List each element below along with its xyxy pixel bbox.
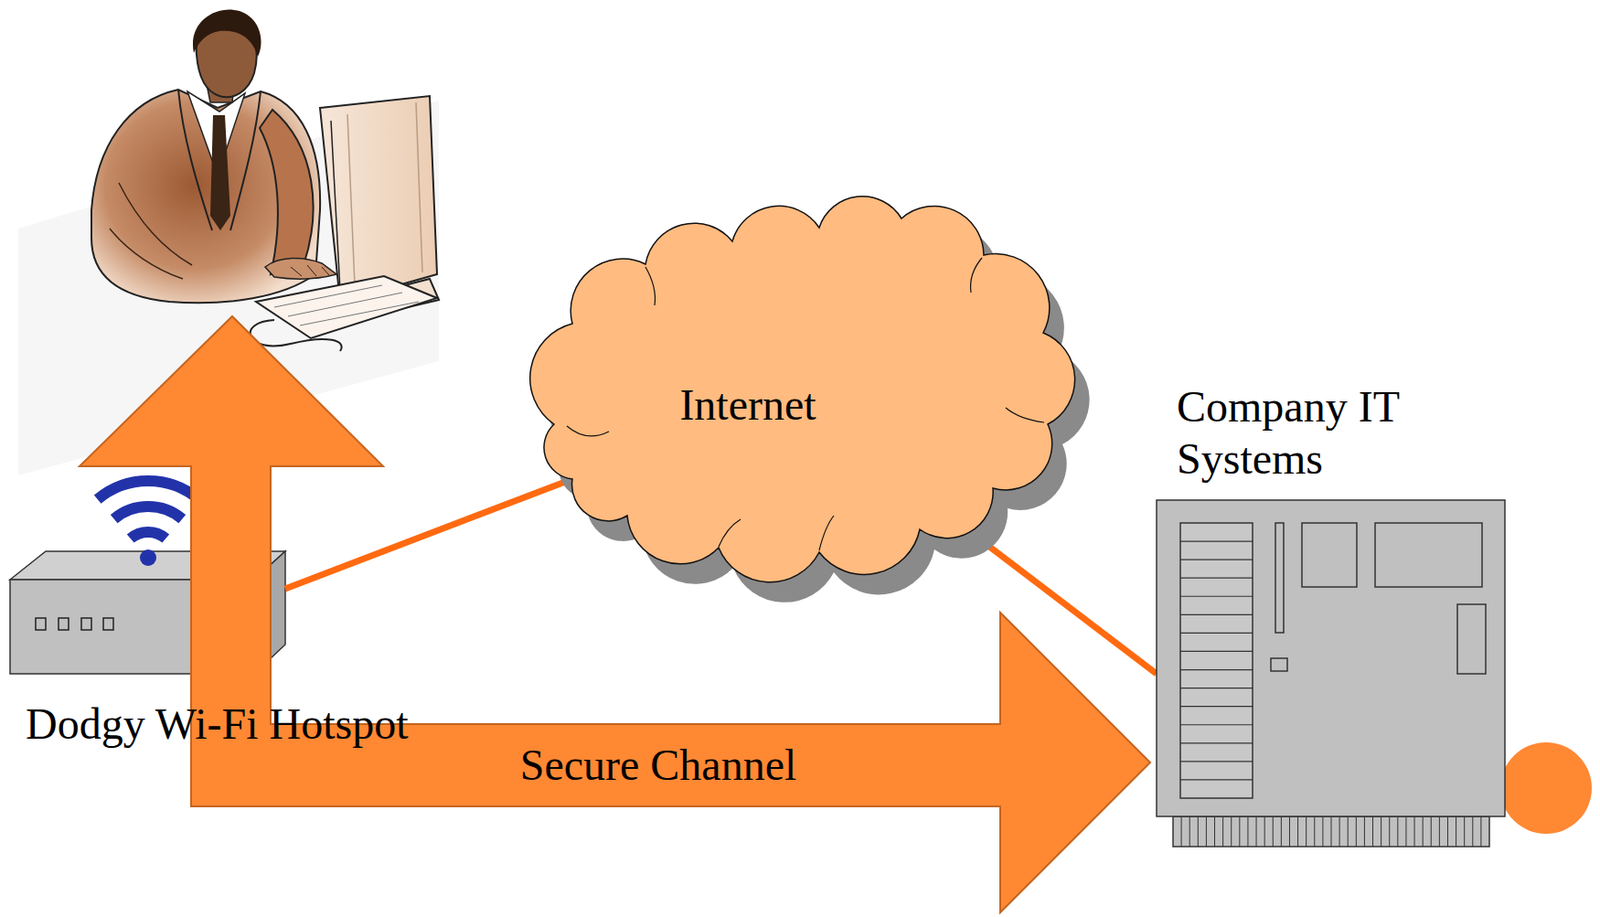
server-panel xyxy=(1375,522,1483,587)
drive-slot xyxy=(1180,596,1253,598)
cloud-detail xyxy=(566,426,609,437)
drive-slot xyxy=(1180,650,1253,652)
router-led xyxy=(35,618,46,630)
network-link xyxy=(285,479,573,589)
server-pin xyxy=(1414,816,1416,847)
hair xyxy=(192,10,262,57)
server-pin xyxy=(1247,816,1248,847)
drive-slot xyxy=(1180,559,1253,561)
server-pin xyxy=(1422,816,1424,847)
cloud-detail xyxy=(970,257,983,293)
wifi-arc xyxy=(114,506,183,520)
mouse-cable xyxy=(250,320,342,352)
cloud-detail xyxy=(819,515,834,551)
drive-slot xyxy=(1180,760,1253,762)
server-pin xyxy=(1372,816,1374,847)
server-pin xyxy=(1463,816,1465,847)
drive-slot xyxy=(1180,614,1253,616)
cloud-detail xyxy=(645,266,656,306)
server-pin xyxy=(1364,816,1366,847)
server-pin xyxy=(1447,816,1449,847)
channel-label: Secure Channel xyxy=(520,738,798,792)
server-pin xyxy=(1214,816,1216,847)
server-pin xyxy=(1313,816,1315,847)
arm xyxy=(259,109,314,275)
server-pin xyxy=(1205,816,1207,847)
server-panel xyxy=(1270,658,1288,672)
node-label: Internet xyxy=(679,378,816,432)
server-panel xyxy=(1457,604,1486,674)
wifi-arc xyxy=(97,480,200,500)
router-led xyxy=(81,618,92,630)
router-led xyxy=(103,618,114,630)
server-pin xyxy=(1439,816,1440,847)
wifi-dot xyxy=(139,549,157,566)
drive-slot xyxy=(1180,724,1253,726)
server-pin xyxy=(1388,816,1390,847)
server-pin xyxy=(1181,816,1183,847)
keyboard-keys xyxy=(274,285,419,326)
server-pin xyxy=(1289,816,1291,847)
server-pin xyxy=(1256,816,1258,847)
server-pin xyxy=(1280,816,1282,847)
drive-slot xyxy=(1180,669,1253,671)
sleeve-folds xyxy=(109,182,192,279)
internet-cloud: Internet xyxy=(535,213,1067,587)
server-pin xyxy=(1430,816,1432,847)
server-pin xyxy=(1405,816,1407,847)
drive-slot xyxy=(1180,742,1253,744)
monitor xyxy=(320,96,438,302)
server-pin xyxy=(1397,816,1398,847)
drive-slot xyxy=(1180,705,1253,707)
server-pin xyxy=(1480,816,1482,847)
server-pin xyxy=(1355,816,1357,847)
server-box-shape xyxy=(1156,500,1505,847)
server-pin xyxy=(1322,816,1323,847)
tie xyxy=(210,115,231,231)
server-pin xyxy=(1197,816,1199,847)
orange-dot xyxy=(1500,742,1592,834)
server-pin xyxy=(1347,816,1349,847)
server-pin xyxy=(1331,816,1333,847)
server-connector xyxy=(1173,816,1490,847)
drive-slot xyxy=(1180,632,1253,634)
server-pin xyxy=(1189,816,1191,847)
server-panel xyxy=(1301,522,1357,587)
server-pin xyxy=(1297,816,1299,847)
hotspot-router: Dodgy Wi-Fi Hotspot xyxy=(10,551,286,674)
server-pin xyxy=(1339,816,1341,847)
node-label: Company IT Systems xyxy=(1176,380,1438,486)
router-led xyxy=(58,618,69,630)
cloud-detail xyxy=(1005,407,1045,423)
server-pin xyxy=(1222,816,1224,847)
server-pin xyxy=(1230,816,1232,847)
fingers xyxy=(290,265,330,277)
drive-bay xyxy=(1180,522,1253,799)
cloud-detail xyxy=(718,519,741,547)
server-pin xyxy=(1238,816,1240,847)
monitor-edge xyxy=(330,120,341,291)
cloud-outline xyxy=(530,196,1076,583)
drive-slot xyxy=(1180,778,1253,780)
drive-slot xyxy=(1180,540,1253,542)
server-box: Company IT Systems xyxy=(1156,500,1505,847)
wifi-arc xyxy=(130,532,167,539)
network-link xyxy=(969,531,1157,674)
server-pin xyxy=(1305,816,1307,847)
hands xyxy=(265,257,337,279)
server-pin xyxy=(1455,816,1457,847)
server-pin xyxy=(1272,816,1274,847)
server-pin xyxy=(1264,816,1266,847)
wifi-symbol xyxy=(97,480,200,566)
server-panel xyxy=(1275,522,1284,633)
drive-slot xyxy=(1180,577,1253,579)
drive-slot xyxy=(1180,687,1253,689)
node-label: Dodgy Wi-Fi Hotspot xyxy=(25,697,409,751)
monitor-edge xyxy=(347,102,423,286)
lapels xyxy=(178,89,261,231)
server-pin xyxy=(1472,816,1473,847)
server-chassis xyxy=(1156,500,1505,817)
server-pin xyxy=(1380,816,1382,847)
